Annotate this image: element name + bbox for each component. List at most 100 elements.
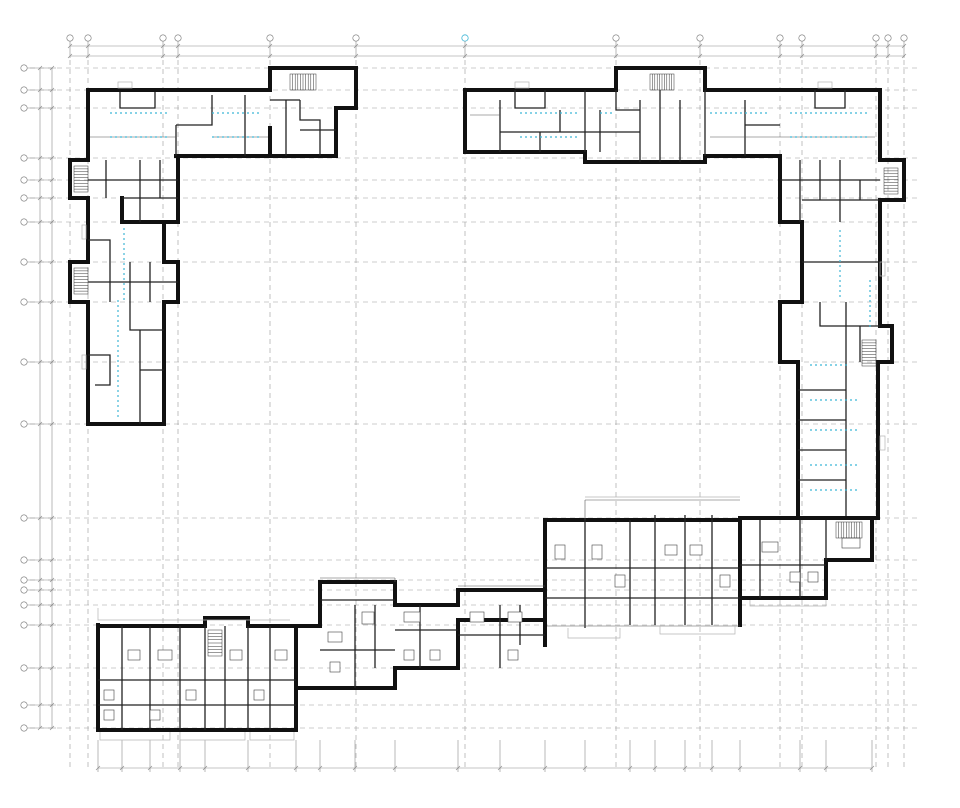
fixture: [229, 649, 243, 661]
fixture: [689, 544, 703, 556]
fixture: [507, 649, 519, 661]
dimension-tick: [37, 219, 43, 225]
fixture: [507, 611, 523, 623]
dimension-tick: [37, 587, 43, 593]
dimension-tick: [37, 177, 43, 183]
dimension-tick: [85, 53, 91, 59]
dimension-tick: [160, 43, 166, 49]
dimension-tick: [797, 765, 803, 771]
dimension-tick: [709, 765, 715, 771]
grid-bubble: [66, 34, 74, 42]
dimension-tick: [462, 53, 468, 59]
dimension-tick: [682, 765, 688, 771]
fixture: [253, 689, 265, 701]
dimension-tick: [37, 702, 43, 708]
fixture: [127, 649, 141, 661]
fixture: [403, 649, 415, 661]
dimension-tick: [37, 105, 43, 111]
dimension-tick: [49, 195, 55, 201]
dimension-tick: [317, 765, 323, 771]
dimension-tick: [37, 515, 43, 521]
dimension-tick: [352, 765, 358, 771]
dimension-tick: [37, 155, 43, 161]
grid-bubble: [20, 420, 28, 428]
grid-bubble: [20, 154, 28, 162]
dimension-tick: [885, 53, 891, 59]
dimension-tick: [737, 765, 743, 771]
dimension-tick: [49, 587, 55, 593]
grid-bubble: [872, 34, 880, 42]
dimension-tick: [49, 299, 55, 305]
grid-bubble: [20, 298, 28, 306]
dimension-tick: [777, 43, 783, 49]
fixture: [327, 631, 343, 643]
dimension-tick: [95, 765, 101, 771]
fixture: [149, 709, 161, 721]
dimension-tick: [613, 53, 619, 59]
grid-bubble: [20, 176, 28, 184]
grid-bubble: [776, 34, 784, 42]
dimension-tick: [873, 43, 879, 49]
dimension-tick: [37, 725, 43, 731]
fixture: [807, 571, 819, 583]
fixture: [841, 537, 861, 549]
dimension-tick: [175, 43, 181, 49]
dimension-tick: [37, 665, 43, 671]
fixture: [185, 689, 197, 701]
dimension-tick: [462, 43, 468, 49]
fixture: [157, 649, 173, 661]
dimension-tick: [202, 765, 208, 771]
grid-bubble: [20, 86, 28, 94]
grid-bubble: [20, 621, 28, 629]
fixture: [403, 611, 421, 623]
fixture: [103, 689, 115, 701]
grid-bubble: [174, 34, 182, 42]
dimension-tick: [267, 53, 273, 59]
grid-bubble: [20, 64, 28, 72]
grid-bubble: [612, 34, 620, 42]
dimension-tick: [392, 765, 398, 771]
grid-bubble: [20, 258, 28, 266]
grid-bubble: [798, 34, 806, 42]
fixture: [274, 649, 288, 661]
dimension-tick: [869, 765, 875, 771]
grid-bubble: [696, 34, 704, 42]
dimension-tick: [49, 602, 55, 608]
south-stepped-blocks: [294, 577, 547, 690]
dimension-tick: [49, 421, 55, 427]
staircase: [73, 165, 89, 193]
dimension-tick: [147, 765, 153, 771]
dimension-tick: [777, 53, 783, 59]
fixture: [469, 611, 485, 623]
dimension-tick: [455, 765, 461, 771]
dimension-tick: [37, 195, 43, 201]
dimension-tick: [67, 53, 73, 59]
dimension-tick: [37, 577, 43, 583]
dimension-tick: [49, 557, 55, 563]
dimension-tick: [582, 765, 588, 771]
grid-bubble: [20, 358, 28, 366]
fixture: [719, 574, 731, 588]
dimension-tick: [627, 765, 633, 771]
dimension-tick: [293, 765, 299, 771]
dimension-tick: [49, 359, 55, 365]
left-dimension-chain: [39, 68, 53, 728]
dimension-tick: [49, 259, 55, 265]
grid-bubble: [20, 194, 28, 202]
grid-bubble: [20, 556, 28, 564]
south-west-block: [96, 608, 298, 741]
dimension-tick: [799, 53, 805, 59]
dimension-tick: [37, 259, 43, 265]
dimension-tick: [175, 53, 181, 59]
dimension-tick: [49, 702, 55, 708]
fixture: [554, 544, 566, 560]
grid-bubble: [461, 34, 469, 42]
fixture: [761, 541, 779, 553]
dimension-tick: [697, 53, 703, 59]
dimension-tick: [49, 155, 55, 161]
dimension-tick: [823, 765, 829, 771]
dimension-tick: [542, 765, 548, 771]
top-grid-bubbles: [66, 34, 908, 58]
fixture: [361, 611, 375, 625]
